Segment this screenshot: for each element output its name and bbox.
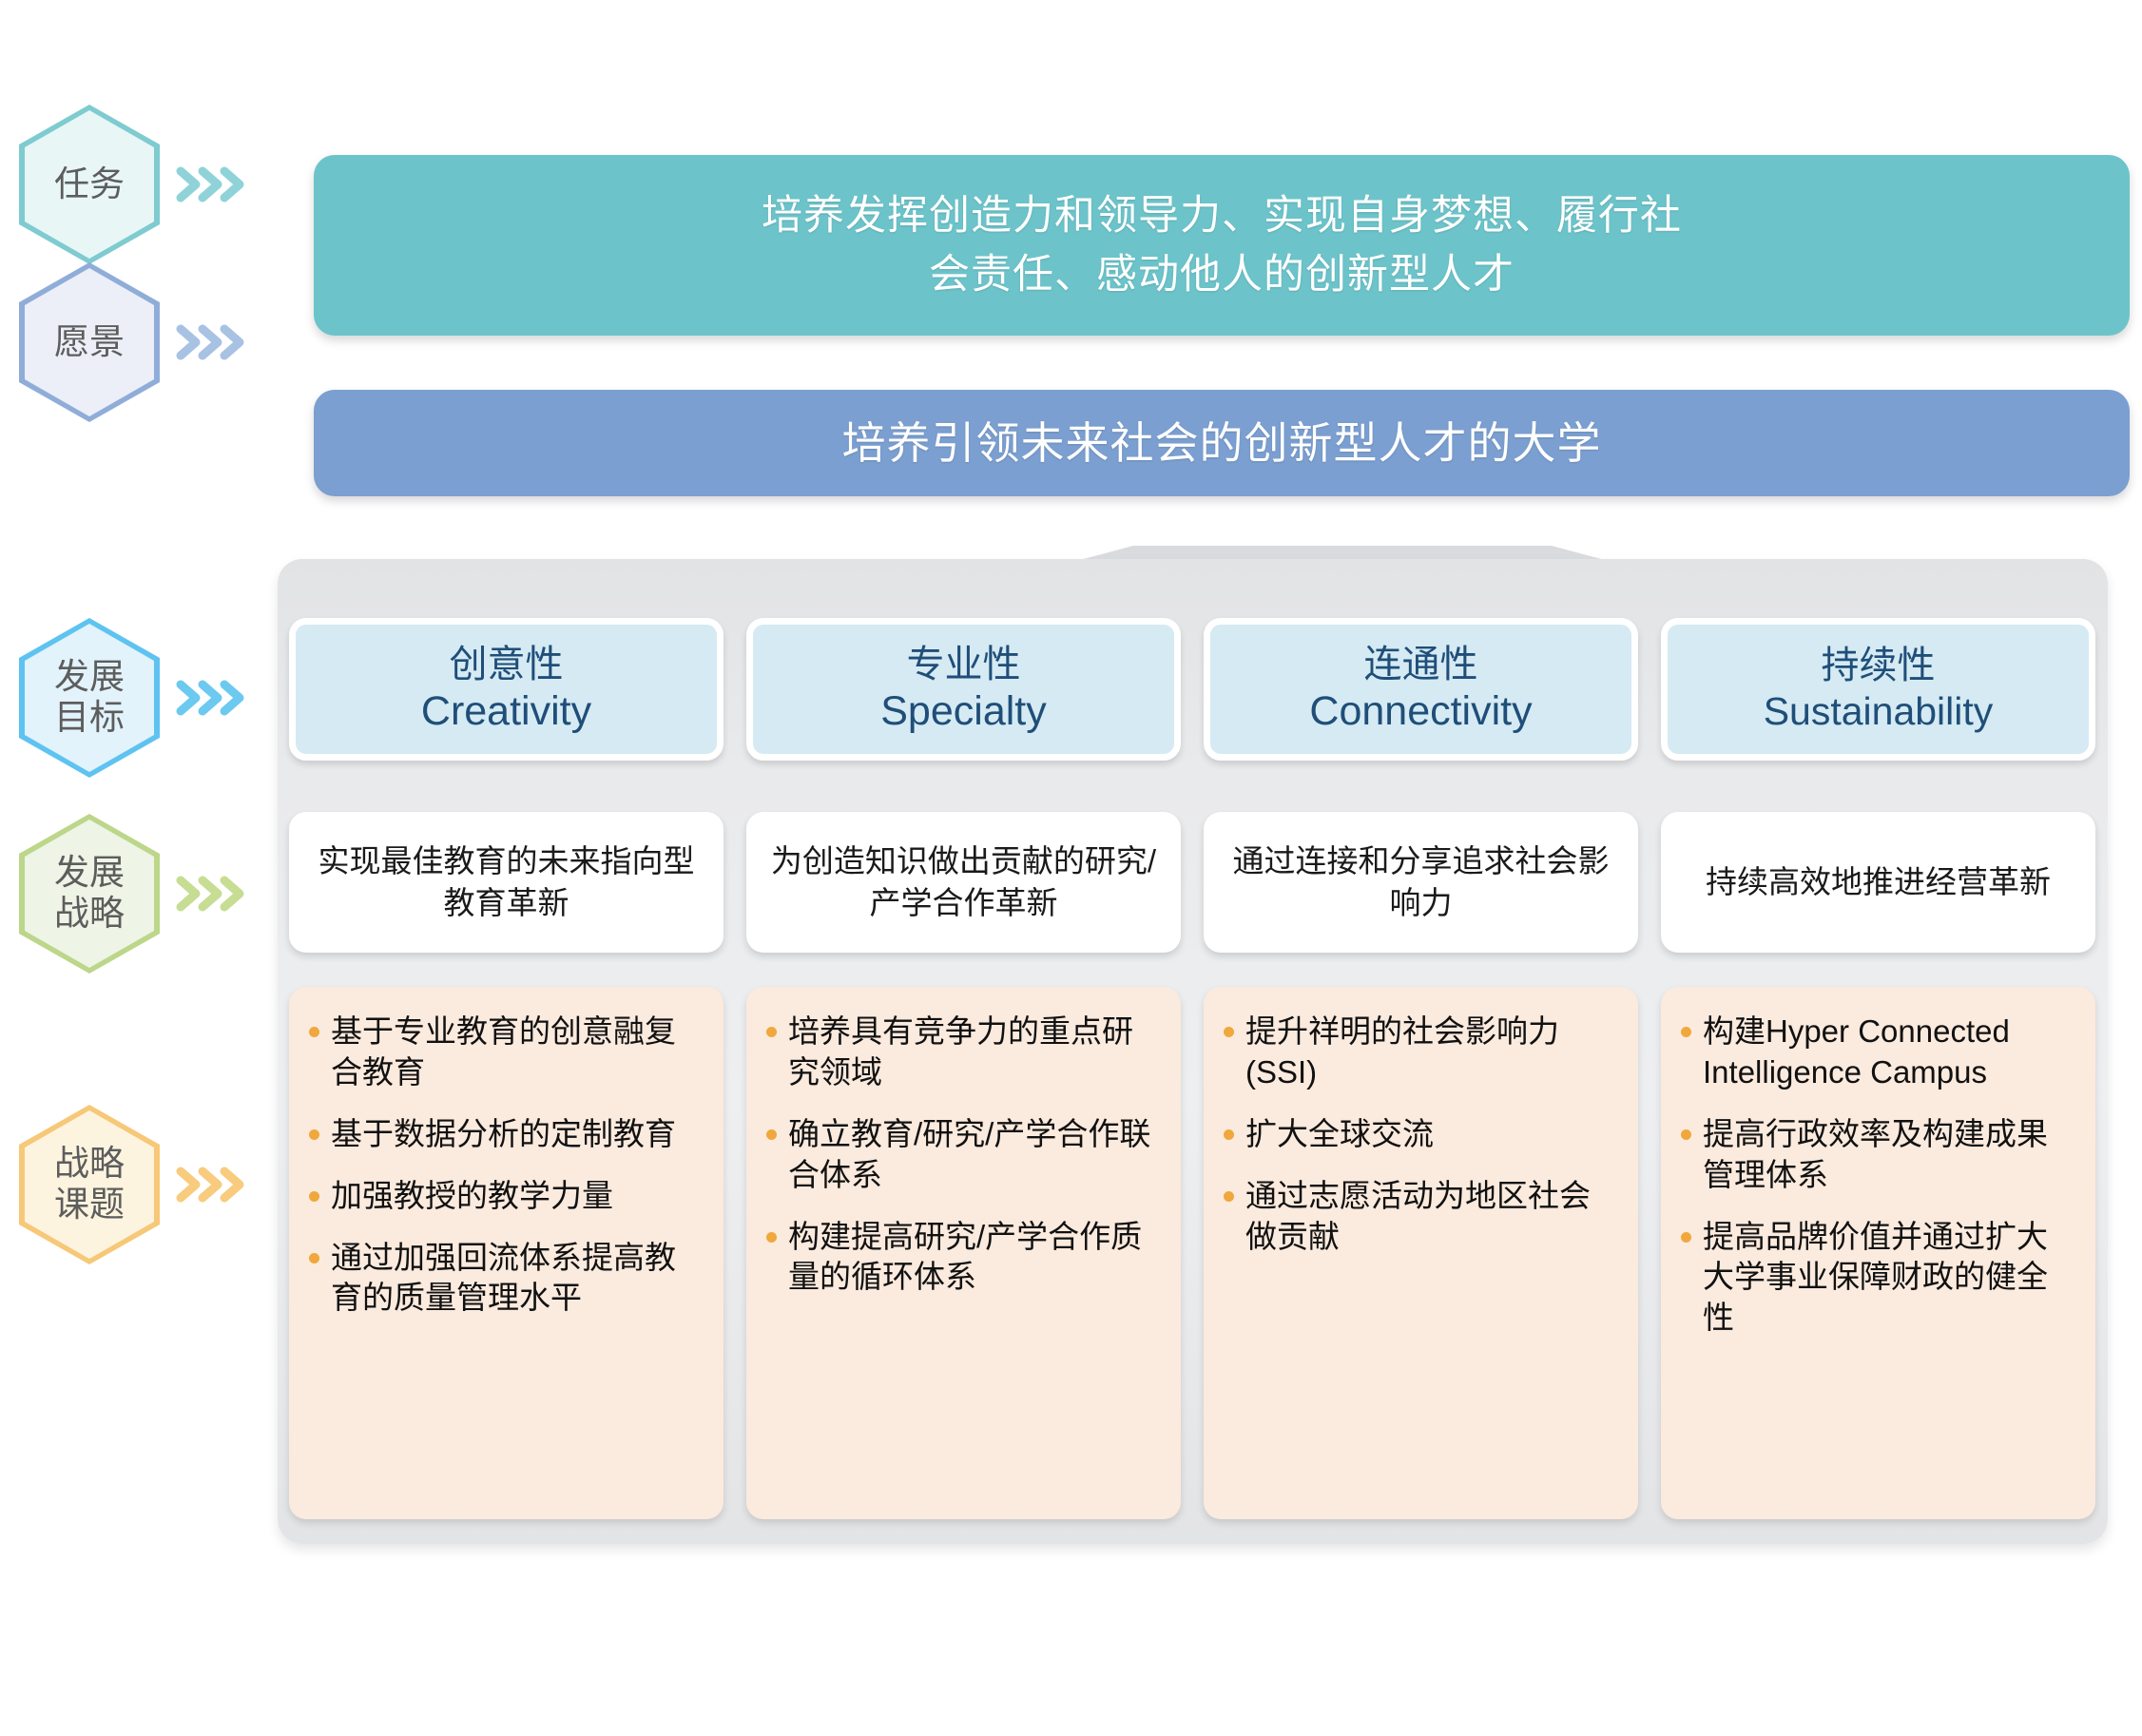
goal-label-en: Creativity	[420, 688, 592, 735]
tasks-card-specialty: 培养具有竞争力的重点研究领域 确立教育/研究/产学合作联合体系 构建提高研究/产…	[746, 987, 1181, 1519]
strategy-card-sustainability: 持续高效地推进经营革新	[1661, 812, 2095, 953]
goal-label-cn: 连通性	[1363, 644, 1478, 686]
goal-card-specialty[interactable]: 专业性 Specialty	[746, 618, 1181, 761]
rail-item-development-goal: 发展 目标	[19, 618, 245, 778]
pillar-column-creativity: 创意性 Creativity 实现最佳教育的未来指向型教育革新 基于专业教育的创…	[278, 559, 735, 1544]
tasks-card-sustainability: 构建Hyper Connected Intelligence Campus 提高…	[1661, 987, 2095, 1519]
goal-label-cn: 持续性	[1821, 645, 1936, 687]
task-list: 构建Hyper Connected Intelligence Campus 提高…	[1674, 1012, 2078, 1339]
hexagon-inner: 战略 课题	[25, 1110, 154, 1259]
hexagon-vision: 愿景	[19, 262, 160, 422]
strategy-text: 持续高效地推进经营革新	[1706, 864, 2051, 900]
task-item: 构建提高研究/产学合作质量的循环体系	[760, 1217, 1164, 1299]
task-list: 提升祥明的社会影响力(SSI) 扩大全球交流 通过志愿活动为地区社会做贡献	[1217, 1012, 1621, 1257]
task-item: 通过加强回流体系提高教育的质量管理水平	[302, 1238, 706, 1320]
task-item: 提高行政效率及构建成果管理体系	[1674, 1114, 2078, 1196]
rail-label-line: 战略	[54, 1144, 125, 1184]
goal-label-cn: 创意性	[449, 644, 564, 686]
pillar-column-sustainability: 持续性 Sustainability 持续高效地推进经营革新 构建Hyper C…	[1650, 559, 2107, 1544]
hexagon-inner: 愿景	[25, 268, 154, 416]
chevron-right-icon	[175, 164, 245, 205]
task-item: 提高品牌价值并通过扩大大学事业保障财政的健全性	[1674, 1217, 2078, 1340]
goal-label-cn: 专业性	[906, 644, 1021, 686]
rail-label-line: 战略	[54, 894, 125, 933]
task-item: 基于数据分析的定制教育	[302, 1114, 706, 1155]
task-item: 基于专业教育的创意融复合教育	[302, 1012, 706, 1093]
task-item: 构建Hyper Connected Intelligence Campus	[1674, 1012, 2078, 1093]
chevron-right-icon	[175, 1164, 245, 1206]
rail-label-line: 发展	[54, 853, 125, 893]
mission-text: 培养发挥创造力和领导力、实现自身梦想、履行社 会责任、感动他人的创新型人才	[762, 192, 1682, 298]
tasks-card-creativity: 基于专业教育的创意融复合教育 基于数据分析的定制教育 加强教授的教学力量 通过加…	[289, 987, 724, 1519]
hexagon-inner: 任务	[25, 110, 154, 259]
mission-banner: 培养发挥创造力和领导力、实现自身梦想、履行社 会责任、感动他人的创新型人才	[314, 155, 2130, 336]
goal-card-sustainability[interactable]: 持续性 Sustainability	[1661, 618, 2095, 761]
rail-item-development-strategy: 发展 战略	[19, 814, 245, 974]
rail-label-line: 任务	[54, 164, 125, 203]
rail-label-line: 目标	[54, 698, 125, 737]
vision-banner: 培养引领未来社会的创新型人才的大学	[314, 390, 2130, 496]
task-item: 通过志愿活动为地区社会做贡献	[1217, 1176, 1621, 1258]
task-item: 培养具有竞争力的重点研究领域	[760, 1012, 1164, 1093]
strategy-text: 实现最佳教育的未来指向型教育革新	[318, 843, 695, 920]
rail-item-mission: 任务	[19, 105, 245, 264]
goal-label-en: Connectivity	[1309, 688, 1533, 735]
chevron-right-icon	[175, 677, 245, 719]
task-list: 基于专业教育的创意融复合教育 基于数据分析的定制教育 加强教授的教学力量 通过加…	[302, 1012, 706, 1319]
task-item: 提升祥明的社会影响力(SSI)	[1217, 1012, 1621, 1093]
rail-label-line: 课题	[54, 1185, 125, 1224]
strategy-text: 通过连接和分享追求社会影响力	[1232, 843, 1610, 920]
task-item: 扩大全球交流	[1217, 1114, 1621, 1155]
task-item: 加强教授的教学力量	[302, 1176, 706, 1217]
goal-label-en: Sustainability	[1763, 689, 1994, 734]
chevron-right-icon	[175, 873, 245, 915]
hexagon-mission: 任务	[19, 105, 160, 264]
tasks-card-connectivity: 提升祥明的社会影响力(SSI) 扩大全球交流 通过志愿活动为地区社会做贡献	[1204, 987, 1638, 1519]
strategy-card-connectivity: 通过连接和分享追求社会影响力	[1204, 812, 1638, 953]
rail-item-strategic-task: 战略 课题	[19, 1105, 245, 1264]
pillar-column-specialty: 专业性 Specialty 为创造知识做出贡献的研究/产学合作革新 培养具有竞争…	[735, 559, 1192, 1544]
pillars-columns: 创意性 Creativity 实现最佳教育的未来指向型教育革新 基于专业教育的创…	[278, 559, 2108, 1544]
task-list: 培养具有竞争力的重点研究领域 确立教育/研究/产学合作联合体系 构建提高研究/产…	[760, 1012, 1164, 1298]
task-item: 确立教育/研究/产学合作联合体系	[760, 1114, 1164, 1196]
hexagon-inner: 发展 战略	[25, 820, 154, 968]
hexagon-inner: 发展 目标	[25, 624, 154, 772]
hexagon-development-goal: 发展 目标	[19, 618, 160, 778]
hexagon-development-strategy: 发展 战略	[19, 814, 160, 974]
rail-label-line: 愿景	[54, 321, 125, 361]
strategy-card-creativity: 实现最佳教育的未来指向型教育革新	[289, 812, 724, 953]
pillar-column-connectivity: 连通性 Connectivity 通过连接和分享追求社会影响力 提升祥明的社会影…	[1192, 559, 1650, 1544]
strategy-text: 为创造知识做出贡献的研究/产学合作革新	[770, 843, 1157, 920]
strategy-card-specialty: 为创造知识做出贡献的研究/产学合作革新	[746, 812, 1181, 953]
goal-card-connectivity[interactable]: 连通性 Connectivity	[1204, 618, 1638, 761]
goal-card-creativity[interactable]: 创意性 Creativity	[289, 618, 724, 761]
hexagon-strategic-task: 战略 课题	[19, 1105, 160, 1264]
rail-item-vision: 愿景	[19, 262, 245, 422]
chevron-right-icon	[175, 321, 245, 363]
rail-label-line: 发展	[54, 657, 125, 697]
goal-label-en: Specialty	[880, 688, 1047, 735]
vision-text: 培养引领未来社会的创新型人才的大学	[841, 417, 1602, 468]
